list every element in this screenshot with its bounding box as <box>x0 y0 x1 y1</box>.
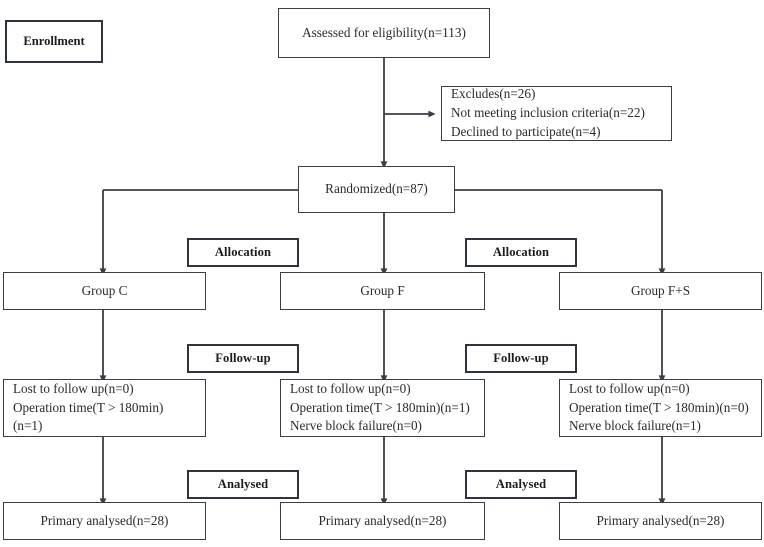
node-excluded-text: Excludes(n=26) Not meeting inclusion cri… <box>451 86 645 139</box>
stage-label-allocation-left-text: Allocation <box>214 244 272 259</box>
node-group-f-text: Group F <box>360 282 405 298</box>
stage-label-allocation-right: Allocation <box>465 238 577 267</box>
node-randomized-text: Randomized(n=87) <box>325 181 428 197</box>
stage-label-enrollment-text: Enrollment <box>23 33 85 48</box>
node-followup-group-c: Lost to follow up(n=0) Operation time(T … <box>3 379 206 437</box>
node-excluded: Excludes(n=26) Not meeting inclusion cri… <box>441 86 672 141</box>
stage-label-enrollment: Enrollment <box>5 20 103 63</box>
node-analysed-group-c: Primary analysed(n=28) <box>3 502 206 540</box>
node-followup-group-fs-text: Lost to follow up(n=0) Operation time(T … <box>569 380 749 434</box>
node-assessed-for-eligibility: Assessed for eligibility(n=113) <box>278 8 490 58</box>
node-followup-group-c-text: Lost to follow up(n=0) Operation time(T … <box>13 380 164 434</box>
node-assessed-for-eligibility-text: Assessed for eligibility(n=113) <box>302 24 466 40</box>
node-analysed-group-f-text: Primary analysed(n=28) <box>318 512 447 528</box>
node-group-c: Group C <box>3 272 206 310</box>
node-group-f: Group F <box>280 272 485 310</box>
stage-label-followup-right: Follow-up <box>465 344 577 373</box>
node-group-fs-text: Group F+S <box>630 282 691 298</box>
stage-label-analysed-right-text: Analysed <box>495 476 547 491</box>
stage-label-analysed-left: Analysed <box>187 470 299 499</box>
node-analysed-group-c-text: Primary analysed(n=28) <box>40 512 169 528</box>
node-group-fs: Group F+S <box>559 272 762 310</box>
stage-label-followup-left: Follow-up <box>187 344 299 373</box>
stage-label-allocation-left: Allocation <box>187 238 299 267</box>
node-followup-group-f-text: Lost to follow up(n=0) Operation time(T … <box>290 380 470 434</box>
node-analysed-group-fs: Primary analysed(n=28) <box>559 502 762 540</box>
stage-label-analysed-right: Analysed <box>465 470 577 499</box>
stage-label-followup-left-text: Follow-up <box>215 350 271 365</box>
stage-label-followup-right-text: Follow-up <box>493 350 549 365</box>
node-analysed-group-fs-text: Primary analysed(n=28) <box>596 512 725 528</box>
node-analysed-group-f: Primary analysed(n=28) <box>280 502 485 540</box>
stage-label-allocation-right-text: Allocation <box>492 244 550 259</box>
node-randomized: Randomized(n=87) <box>298 166 455 213</box>
node-group-c-text: Group C <box>81 282 128 298</box>
node-followup-group-fs: Lost to follow up(n=0) Operation time(T … <box>559 379 762 437</box>
node-followup-group-f: Lost to follow up(n=0) Operation time(T … <box>280 379 485 437</box>
stage-label-analysed-left-text: Analysed <box>217 476 269 491</box>
